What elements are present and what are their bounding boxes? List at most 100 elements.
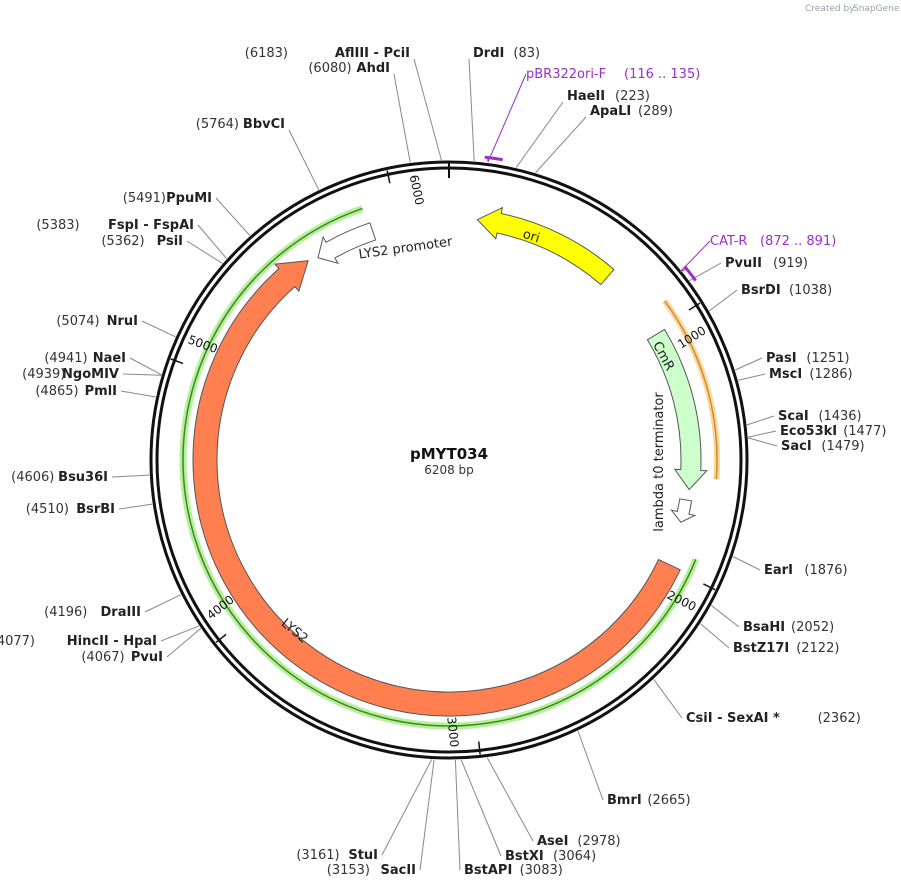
site-saci[interactable]: SacI(1479) <box>781 439 865 454</box>
site-drdi[interactable]: DrdI(83) <box>473 46 540 61</box>
site-eco53ki[interactable]: Eco53kI(1477) <box>780 424 886 439</box>
site-pmli[interactable]: PmlI(4865) <box>35 384 117 399</box>
site-bsrbi[interactable]: BsrBI(4510) <box>26 502 115 517</box>
site-name-psii: PsiI <box>157 234 183 249</box>
primer-layer: pBR322ori-F(116 .. 135)CAT-R(872 .. 891) <box>484 67 836 282</box>
site-fspi[interactable]: FspI - FspAI(5383) <box>36 218 194 233</box>
site-name-saci: SacI <box>781 439 812 454</box>
site-pvui[interactable]: PvuI(4067) <box>81 650 163 665</box>
site-name-bbvci: BbvCI <box>243 117 285 132</box>
site-ahdi[interactable]: AhdI(6080) <box>308 61 390 76</box>
plasmid-length: 6208 bp <box>424 463 474 477</box>
site-leader-223 <box>515 101 564 168</box>
site-haeii[interactable]: HaeII(223) <box>567 89 650 104</box>
site-leader-4510 <box>118 503 153 510</box>
site-hincii[interactable]: HincII - HpaI(4077) <box>0 634 157 649</box>
site-name-bsrdi: BsrDI <box>741 283 781 298</box>
site-bstapi[interactable]: BstAPI(3083) <box>464 863 563 878</box>
site-name-pvui: PvuI <box>131 650 163 665</box>
site-msci[interactable]: MscI(1286) <box>769 367 853 382</box>
site-pos-3153: (3153) <box>327 863 370 878</box>
site-bstxi[interactable]: BstXI(3064) <box>505 849 596 864</box>
site-bsrdi[interactable]: BsrDI(1038) <box>741 283 832 298</box>
site-apali[interactable]: ApaLI(289) <box>590 104 673 119</box>
primer-label-cat-r[interactable]: CAT-R <box>710 234 747 249</box>
site-bstz17i[interactable]: BstZ17I (2122) <box>733 641 839 656</box>
site-psii[interactable]: PsiI (5362) <box>101 234 183 249</box>
site-name-draiii: DraIII <box>101 605 142 620</box>
site-bsahi[interactable]: BsaHI(2052) <box>743 620 834 635</box>
credit-brand[interactable]: SnapGene <box>853 4 900 14</box>
site-leader-4865 <box>120 390 156 398</box>
site-pos-2122: (2122) <box>796 641 839 656</box>
site-pos-2362: (2362) <box>818 711 861 726</box>
feature-ori[interactable] <box>476 206 615 286</box>
feature-label-ori: ori <box>521 227 542 246</box>
feature-lys2[interactable] <box>192 260 681 717</box>
tick-mark-2000 <box>703 583 716 591</box>
site-pos-83: (83) <box>513 46 540 61</box>
site-ngomiv[interactable]: NgoMIV(4939) <box>22 367 119 382</box>
primer-mark-pbr322ori-f[interactable] <box>484 155 504 162</box>
site-sacii[interactable]: SacII(3153) <box>327 863 416 878</box>
site-draiii[interactable]: DraIII (4196) <box>44 605 141 620</box>
site-csii[interactable]: CsiI - SexAI *(2362) <box>686 711 861 726</box>
site-pos-1286: (1286) <box>809 367 852 382</box>
site-leader-5383 <box>197 224 227 259</box>
site-scai[interactable]: ScaI(1436) <box>778 409 862 424</box>
site-asei[interactable]: AseI(2978) <box>537 834 621 849</box>
site-bbvci[interactable]: BbvCI(5764) <box>196 117 285 132</box>
site-leader-2122 <box>700 623 730 649</box>
site-bsu36i[interactable]: Bsu36I(4606) <box>11 470 108 485</box>
site-pasi[interactable]: PasI(1251) <box>766 351 850 366</box>
feature-label-lambda-t0-terminator: lambda t0 terminator <box>652 392 667 532</box>
site-ppumi[interactable]: PpuMI(5491) <box>123 191 212 206</box>
site-pos-5491: (5491) <box>123 191 166 206</box>
site-name-afliii-pcii: AflIII - PciI <box>335 46 410 61</box>
site-pos-4196: (4196) <box>44 605 87 620</box>
site-eari[interactable]: EarI(1876) <box>764 563 848 578</box>
site-name-nrui: NruI <box>107 314 138 329</box>
site-bmri[interactable]: BmrI(2665) <box>607 793 691 808</box>
site-leader-2665 <box>577 730 604 801</box>
site-pos-5362: (5362) <box>101 234 144 249</box>
site-name-bstapi: BstAPI <box>464 863 512 878</box>
site-name-bsu36i: Bsu36I <box>58 470 108 485</box>
site-leader-2978 <box>486 757 534 842</box>
site-leader-5491 <box>215 197 251 236</box>
site-nrui[interactable]: NruI (5074) <box>56 314 138 329</box>
feature-lambda-t0-terminator[interactable] <box>670 498 697 523</box>
site-labels-layer: AflIII - PciI (6183) AhdI(6080) DrdI(83) Hae… <box>0 46 886 878</box>
site-leader-4941 <box>129 357 162 376</box>
site-pos-5074: (5074) <box>56 314 99 329</box>
site-leader-3064 <box>460 759 502 857</box>
site-pvuii[interactable]: PvuII(919) <box>725 256 808 271</box>
site-afliii[interactable]: AflIII - PciI (6183) <box>245 46 410 61</box>
site-pos-6080: (6080) <box>308 61 351 76</box>
site-leader-1038 <box>709 289 738 312</box>
site-pos-4077: (4077) <box>0 634 35 649</box>
cmr-orf-arc <box>664 300 718 480</box>
feature-cmr[interactable] <box>646 328 708 491</box>
site-name-bsrbi: BsrBI <box>76 502 115 517</box>
site-leader-3161 <box>381 759 433 856</box>
site-stui[interactable]: StuI(3161) <box>296 848 378 863</box>
site-name-bstz17i: BstZ17I <box>733 641 789 656</box>
site-leader-2052 <box>711 605 740 628</box>
site-pos-6183: (6183) <box>245 46 288 61</box>
tick-mark-3000 <box>477 741 481 755</box>
site-leader-1477 <box>748 430 777 438</box>
site-leader-5362 <box>186 240 223 264</box>
feature-lys2-promoter[interactable] <box>317 222 377 265</box>
primer-label-pbr322ori-f[interactable]: pBR322ori-F <box>526 67 606 82</box>
site-pos-1251: (1251) <box>806 351 849 366</box>
site-naei[interactable]: NaeI(4941) <box>44 351 126 366</box>
site-pos-223: (223) <box>615 89 650 104</box>
site-pos-289: (289) <box>638 104 673 119</box>
primer-range-pbr322ori-f: (116 .. 135) <box>624 67 700 82</box>
site-pos-3064: (3064) <box>553 849 596 864</box>
site-name-bsahi: BsaHI <box>743 620 785 635</box>
site-pos-1436: (1436) <box>818 409 861 424</box>
site-pos-919: (919) <box>773 256 808 271</box>
primer-mark-cat-r[interactable] <box>683 265 697 282</box>
